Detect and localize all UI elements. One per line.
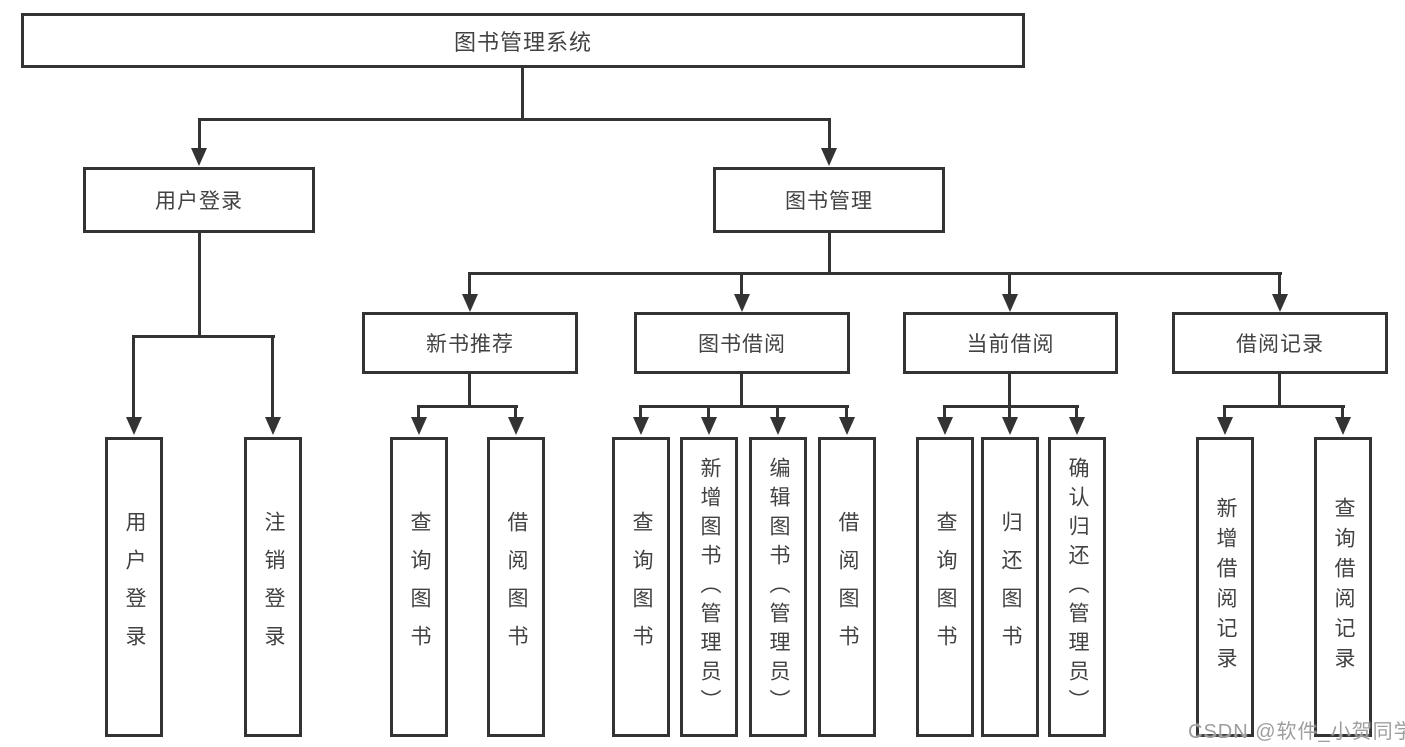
connector-newbook-stem (468, 374, 471, 405)
node-book-borrowing: 图书借阅 (634, 312, 850, 374)
arrow-down-icon (633, 417, 649, 435)
leaf-borrow-books-1: 借阅图书 (487, 437, 545, 737)
arrow-down-icon (839, 417, 855, 435)
connector-userlogin-shaft (132, 335, 135, 419)
connector-borrowing-shaft (639, 405, 642, 419)
node-borrowing-records: 借阅记录 (1172, 312, 1388, 374)
arrow-down-icon (411, 417, 427, 435)
arrow-down-icon (1002, 294, 1018, 312)
connector-records-bar (1223, 405, 1345, 408)
connector-root-right-shaft (828, 118, 831, 150)
node-new-book-recommendation: 新书推荐 (362, 312, 578, 374)
connector-borrowing-bar (639, 405, 849, 408)
connector-bookmgmt-shaft (740, 272, 743, 296)
arrow-down-icon (462, 294, 478, 312)
connector-bookmgmt-shaft (1008, 272, 1011, 296)
leaf-logout: 注销登录 (244, 437, 302, 737)
connector-root-bar (198, 118, 831, 121)
arrow-down-icon (1002, 417, 1018, 435)
connector-records-shaft (1341, 405, 1344, 419)
connector-bookmgmt-shaft (468, 272, 471, 296)
arrow-down-icon (191, 148, 207, 166)
connector-current-stem (1008, 374, 1011, 405)
connector-current-shaft (943, 405, 946, 419)
leaf-query-borrow-record: 查询借阅记录 (1314, 437, 1372, 737)
leaf-borrow-books-2: 借阅图书 (818, 437, 876, 737)
arrow-down-icon (265, 417, 281, 435)
connector-root-left-shaft (198, 118, 201, 150)
leaf-edit-book-admin: 编辑图书（管理员） (749, 437, 807, 737)
arrow-down-icon (770, 417, 786, 435)
arrow-down-icon (821, 148, 837, 166)
connector-borrowing-shaft (776, 405, 779, 419)
arrow-down-icon (701, 417, 717, 435)
connector-records-stem (1278, 374, 1281, 405)
watermark: CSDN @软件_小贺同学 (1188, 721, 1405, 743)
connector-borrowing-stem (740, 374, 743, 405)
connector-borrowing-shaft (707, 405, 710, 419)
leaf-confirm-return-admin: 确认归还（管理员） (1048, 437, 1106, 737)
connector-userlogin-shaft (271, 335, 274, 419)
connector-userlogin-bar (132, 335, 275, 338)
arrow-down-icon (1217, 417, 1233, 435)
connector-newbook-shaft (514, 405, 517, 419)
node-current-borrowing: 当前借阅 (903, 312, 1118, 374)
leaf-query-books-2: 查询图书 (612, 437, 670, 737)
node-user-login: 用户登录 (83, 167, 315, 233)
connector-current-shaft (1075, 405, 1078, 419)
connector-current-shaft (1008, 405, 1011, 419)
leaf-add-book-admin: 新增图书（管理员） (680, 437, 738, 737)
leaf-query-books-1: 查询图书 (390, 437, 448, 737)
arrow-down-icon (937, 417, 953, 435)
node-book-management: 图书管理 (713, 167, 945, 233)
arrow-down-icon (126, 417, 142, 435)
connector-userlogin-stem (198, 233, 201, 335)
connector-root-stem (521, 68, 524, 118)
arrow-down-icon (1272, 294, 1288, 312)
connector-current-bar (943, 405, 1079, 408)
node-root: 图书管理系统 (21, 13, 1025, 68)
arrow-down-icon (1069, 417, 1085, 435)
connector-newbook-bar (417, 405, 518, 408)
arrow-down-icon (1335, 417, 1351, 435)
arrow-down-icon (734, 294, 750, 312)
leaf-user-login: 用户登录 (105, 437, 163, 737)
connector-bookmgmt-stem (828, 233, 831, 272)
connector-borrowing-shaft (845, 405, 848, 419)
connector-newbook-shaft (417, 405, 420, 419)
leaf-return-book: 归还图书 (981, 437, 1039, 737)
arrow-down-icon (508, 417, 524, 435)
leaf-query-books-3: 查询图书 (916, 437, 974, 737)
leaf-add-borrow-record: 新增借阅记录 (1196, 437, 1254, 737)
connector-bookmgmt-shaft (1278, 272, 1281, 296)
connector-bookmgmt-bar (468, 272, 1282, 275)
connector-records-shaft (1223, 405, 1226, 419)
